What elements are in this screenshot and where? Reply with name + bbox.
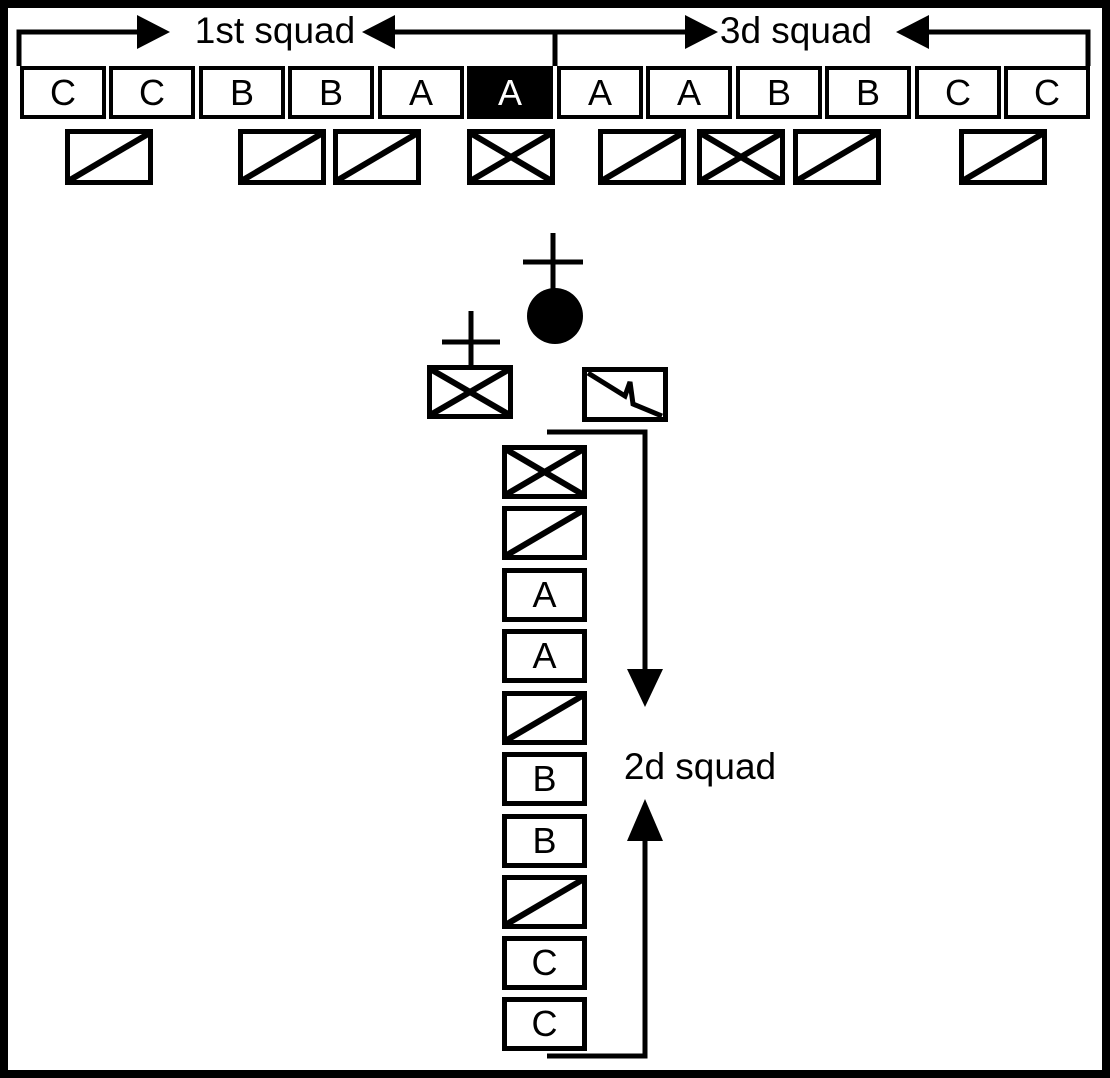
diagonal-box-icon	[502, 691, 587, 745]
diagonal-box-icon	[502, 506, 587, 560]
diagonal-box-icon	[333, 129, 421, 185]
plus-staff-icon	[523, 233, 583, 290]
crossed-box-icon	[502, 445, 587, 499]
plus-staff-icon	[442, 311, 500, 366]
left-arrowhead-icon	[896, 15, 929, 49]
soldier-position-letter: B	[532, 820, 557, 861]
diagonal-box-icon	[65, 129, 153, 185]
down-arrowhead-icon	[627, 669, 663, 707]
label-3d-squad: 3d squad	[719, 10, 873, 51]
soldier-position-letter: B	[532, 758, 557, 799]
diagonal-box-icon	[793, 129, 881, 185]
crossed-box-icon	[697, 129, 785, 185]
soldier-position-letter: B	[855, 71, 880, 113]
diagonal-box-icon	[598, 129, 686, 185]
soldier-position-letter: A	[497, 71, 522, 113]
soldier-position-letter: C	[531, 1003, 558, 1044]
soldier-position-box: C	[502, 936, 587, 990]
soldier-position-letter: A	[587, 71, 612, 113]
up-arrowhead-icon	[627, 799, 663, 841]
soldier-position-box: C	[109, 66, 195, 119]
crossed-box-icon	[427, 365, 513, 419]
squad3-extent-arrow	[555, 15, 1091, 66]
soldier-position-letter: A	[532, 635, 557, 676]
left-arrowhead-icon	[362, 15, 395, 49]
soldier-position-box: C	[1004, 66, 1090, 119]
soldier-position-letter: B	[229, 71, 254, 113]
soldier-position-box: B	[502, 814, 587, 868]
soldier-position-letter: C	[139, 71, 165, 113]
soldier-position-letter: A	[408, 71, 433, 113]
soldier-position-box: B	[825, 66, 911, 119]
soldier-position-box: A	[378, 66, 464, 119]
squad2-up-arrow	[547, 799, 663, 1059]
soldier-position-letter: B	[766, 71, 791, 113]
soldier-position-box: B	[199, 66, 285, 119]
soldier-position-box: C	[20, 66, 106, 119]
squad2-down-arrow	[547, 429, 663, 707]
soldier-position-box: A	[502, 629, 587, 683]
soldier-position-box: B	[288, 66, 374, 119]
diagonal-box-icon	[502, 875, 587, 929]
right-arrowhead-icon	[685, 15, 718, 49]
diagonal-box-icon	[238, 129, 326, 185]
label-1st-squad: 1st squad	[194, 10, 356, 51]
filled-circle-icon	[527, 288, 583, 344]
crossed-box-icon	[467, 129, 555, 185]
soldier-position-box: C	[502, 997, 587, 1051]
squad1-extent-arrow	[16, 15, 555, 66]
soldier-position-letter: C	[50, 71, 76, 113]
soldier-position-box: A	[502, 568, 587, 622]
soldier-position-box: A	[467, 66, 553, 119]
lightning-box-icon	[582, 367, 668, 422]
soldier-position-box: C	[915, 66, 1001, 119]
soldier-position-letter: C	[1034, 71, 1060, 113]
soldier-position-box: B	[736, 66, 822, 119]
soldier-position-box: A	[646, 66, 732, 119]
soldier-position-box: B	[502, 752, 587, 806]
soldier-position-letter: A	[532, 574, 557, 615]
soldier-position-letter: C	[531, 942, 558, 983]
label-2d-squad: 2d squad	[623, 746, 777, 787]
soldier-position-box: A	[557, 66, 643, 119]
soldier-position-letter: C	[945, 71, 971, 113]
soldier-position-letter: B	[318, 71, 343, 113]
soldier-position-letter: A	[676, 71, 701, 113]
right-arrowhead-icon	[137, 15, 170, 49]
diagonal-box-icon	[959, 129, 1047, 185]
